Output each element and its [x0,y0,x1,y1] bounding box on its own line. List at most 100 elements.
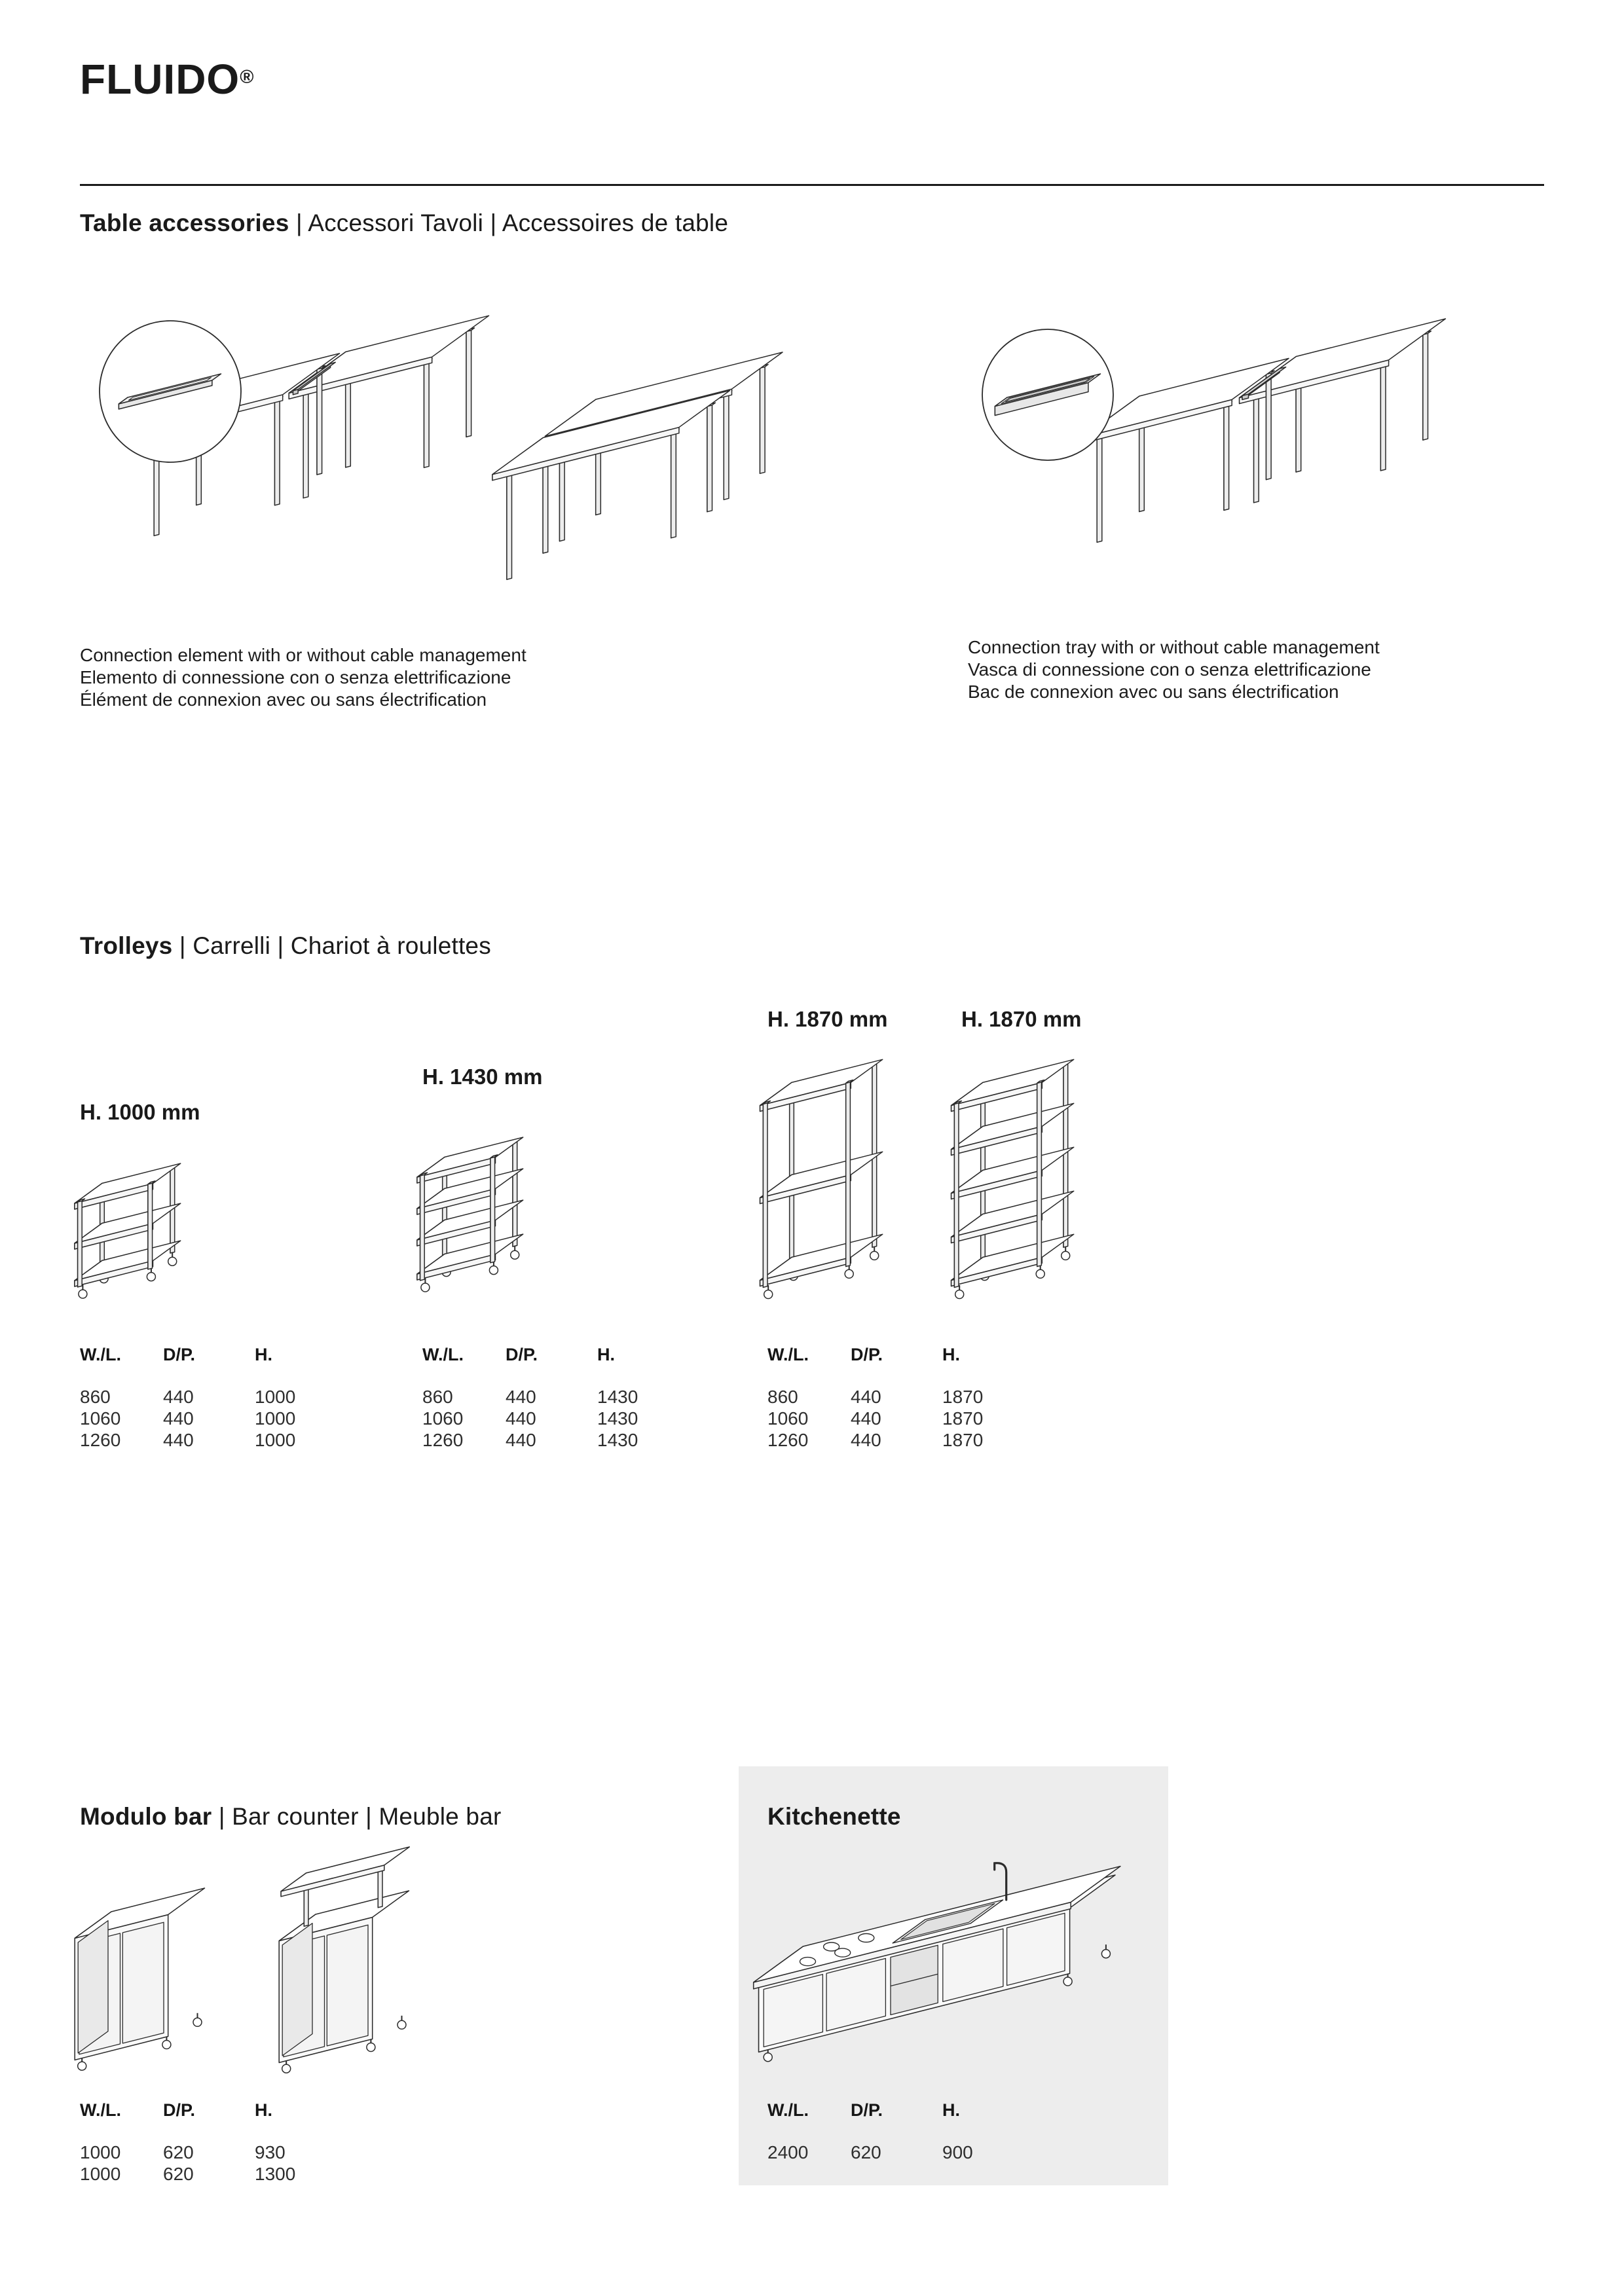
spec-header-wl: W./L. [422,1345,464,1364]
drawing-trolley-h1870-5shelf [950,1059,1075,1300]
section-title-rest: Accessori Tavoli | Accessoires de table [308,210,729,236]
section-title-rest: Bar counter | Meuble bar [232,1803,502,1830]
drawing-bar-counter-h930 [74,1887,206,2071]
spec-cell: 1060 [422,1408,464,1429]
spec-header-dp: D/P. [506,1345,538,1364]
spec-headers: W./L. D/P. H. [422,1345,638,1365]
spec-header-h: H. [255,2100,272,2120]
trolley-height-label-1430: H. 1430 mm [422,1065,543,1089]
spec-cell: 1430 [597,1430,638,1450]
spec-cell: 1260 [80,1430,121,1450]
spec-header-dp: D/P. [163,2100,196,2120]
spec-cell: 1260 [767,1430,809,1450]
spec-cell: 1430 [597,1387,638,1407]
spec-header-wl: W./L. [80,1345,121,1364]
drawing-trolley-h1430 [416,1137,524,1292]
spec-cell: 440 [163,1387,194,1407]
spec-cell: 1870 [942,1387,984,1407]
spec-cell: 900 [942,2142,973,2162]
drawing-connection-tray-tables [982,318,1447,543]
spec-cell: 440 [163,1408,194,1429]
drawing-trolley-h1000 [74,1163,181,1299]
spec-cell: 1000 [80,2142,121,2162]
caption-line: Vasca di connessione con o senza elettri… [968,659,1371,680]
drawing-connection-element-tables [99,315,783,580]
section-title-bold: Modulo bar [80,1803,212,1830]
spec-cell: 930 [255,2142,286,2162]
spec-table-trolley-h1870: W./L. D/P. H. 860 440 1870 1060 440 1870… [767,1345,983,1451]
brand-title: FLUIDO® [80,55,254,103]
spec-cell: 1060 [767,1408,809,1429]
divider-rule [80,184,1544,186]
spec-cell: 860 [767,1387,798,1407]
spec-cell: 440 [506,1408,536,1429]
spec-header-dp: D/P. [163,1345,196,1364]
spec-cell: 1260 [422,1430,464,1450]
drawing-kitchenette [752,1862,1121,2062]
caption-line: Élément de connexion avec ou sans électr… [80,689,487,710]
spec-cell: 1060 [80,1408,121,1429]
spec-cell: 1000 [255,1430,296,1450]
trolley-height-label-1000: H. 1000 mm [80,1100,200,1124]
separator: | [289,210,308,236]
caption-connection-element: Connection element with or without cable… [80,644,526,711]
caption-line: Elemento di connessione con o senza elet… [80,667,511,687]
spec-rows: 1000 620 930 1000 620 1300 [80,2141,295,2185]
spec-cell: 440 [163,1430,194,1450]
spec-rows: 860 440 1000 1060 440 1000 1260 440 1000 [80,1386,295,1451]
caption-connection-tray: Connection tray with or without cable ma… [968,636,1380,703]
spec-cell: 440 [851,1408,881,1429]
spec-cell: 1430 [597,1408,638,1429]
spec-header-h: H. [255,1345,272,1364]
section-title-bold: Table accessories [80,210,289,236]
spec-table-modulo-bar: W./L. D/P. H. 1000 620 930 1000 620 1300 [80,2100,295,2185]
drawing-bar-counter-h1300 [278,1846,411,2073]
spec-cell: 1870 [942,1430,984,1450]
spec-headers: W./L. D/P. H. [767,1345,983,1365]
spec-table-trolley-h1430: W./L. D/P. H. 860 440 1430 1060 440 1430… [422,1345,638,1451]
spec-rows: 860 440 1430 1060 440 1430 1260 440 1430 [422,1386,638,1451]
spec-cell: 440 [851,1387,881,1407]
spec-cell: 1000 [80,2164,121,2184]
trolley-height-label-1870b: H. 1870 mm [961,1007,1082,1031]
spec-cell: 620 [163,2142,194,2162]
caption-line: Bac de connexion avec ou sans électrific… [968,682,1339,702]
spec-cell: 440 [506,1430,536,1450]
registered-mark: ® [240,67,255,88]
spec-rows: 860 440 1870 1060 440 1870 1260 440 1870 [767,1386,983,1451]
spec-cell: 860 [422,1387,453,1407]
drawing-trolley-h1870-3shelf [759,1059,883,1300]
section-title-kitchenette: Kitchenette [767,1803,901,1831]
section-title-bold: Trolleys [80,932,173,959]
spec-cell: 1000 [255,1387,296,1407]
section-title-modulo-bar: Modulo bar | Bar counter | Meuble bar [80,1803,502,1831]
spec-cell: 440 [506,1387,536,1407]
spec-header-h: H. [942,2100,960,2120]
spec-header-wl: W./L. [767,2100,809,2120]
spec-headers: W./L. D/P. H. [80,1345,295,1365]
spec-cell: 860 [80,1387,111,1407]
spec-cell: 440 [851,1430,881,1450]
spec-header-h: H. [942,1345,960,1364]
caption-line: Connection element with or without cable… [80,645,526,665]
section-title-trolleys: Trolleys | Carrelli | Chariot à roulette… [80,932,491,960]
caption-line: Connection tray with or without cable ma… [968,637,1380,657]
spec-table-trolley-h1000: W./L. D/P. H. 860 440 1000 1060 440 1000… [80,1345,295,1451]
spec-cell: 1870 [942,1408,984,1429]
section-title-bold: Kitchenette [767,1803,901,1830]
separator: | [212,1803,232,1830]
brand-name: FLUIDO [80,56,240,103]
trolley-height-label-1870a: H. 1870 mm [767,1007,888,1031]
spec-header-h: H. [597,1345,615,1364]
spec-cell: 1300 [255,2164,296,2184]
section-title-rest: Carrelli | Chariot à roulettes [193,932,491,959]
spec-cell: 620 [163,2164,194,2184]
spec-rows: 2400 620 900 [767,2141,973,2163]
spec-header-wl: W./L. [767,1345,809,1364]
spec-headers: W./L. D/P. H. [80,2100,295,2121]
spec-cell: 1000 [255,1408,296,1429]
spec-cell: 620 [851,2142,881,2162]
spec-headers: W./L. D/P. H. [767,2100,973,2121]
spec-table-kitchenette: W./L. D/P. H. 2400 620 900 [767,2100,973,2163]
